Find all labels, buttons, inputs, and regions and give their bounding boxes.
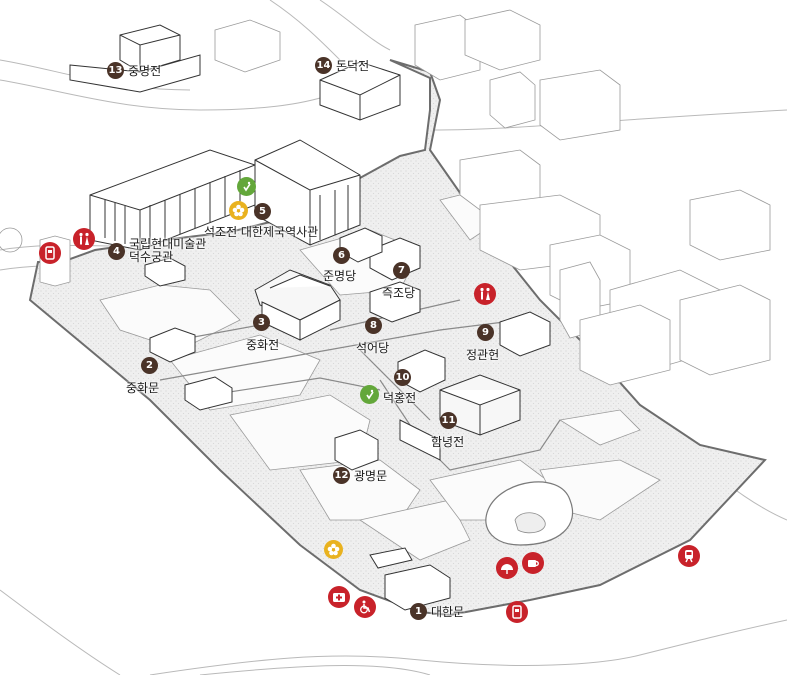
subway-icon[interactable] [678, 545, 700, 567]
place-number: 2 [141, 357, 158, 374]
place-12-gwangmyeongmun[interactable]: 12 광명문 [333, 467, 387, 484]
place-number: 13 [107, 62, 124, 79]
place-13-jungmyeongjeon[interactable]: 13 중명전 [107, 62, 161, 79]
place-3-name: 중화전 [246, 338, 280, 352]
place-11-name: 함녕전 [431, 435, 465, 449]
place-name-line2: 덕수궁관 [129, 250, 174, 264]
place-number: 9 [477, 324, 494, 341]
place-number: 6 [333, 247, 350, 264]
place-number: 1 [410, 603, 427, 620]
place-number: 5 [254, 203, 271, 220]
ticket-icon[interactable] [506, 601, 528, 623]
place-number: 14 [315, 57, 332, 74]
restroom-icon[interactable] [474, 283, 496, 305]
place-5-seokjojeon[interactable]: 5 [254, 203, 271, 220]
first-aid-icon[interactable] [328, 586, 350, 608]
souvenir-fan-icon[interactable] [496, 557, 518, 579]
place-number: 8 [365, 317, 382, 334]
place-2-junghwamun[interactable]: 2 [141, 357, 158, 374]
place-name: 국립현대미술관 [129, 237, 207, 251]
place-8-name: 석어당 [356, 341, 390, 355]
place-number: 12 [333, 467, 350, 484]
restroom-icon[interactable] [73, 228, 95, 250]
information-icon[interactable] [237, 177, 256, 196]
place-name: 돈덕전 [336, 59, 370, 73]
place-9-jeonggwanheon[interactable]: 9 [477, 324, 494, 341]
place-6-name: 준명당 [323, 269, 357, 283]
deokhongjeon-name: 덕홍전 [383, 391, 417, 405]
place-number: 10 [394, 369, 411, 386]
place-9-name: 정관헌 [466, 348, 500, 362]
ticket-icon[interactable] [39, 242, 61, 264]
place-7-jeukjodang[interactable]: 7 [393, 262, 410, 279]
place-10-marker[interactable]: 10 [394, 369, 411, 386]
place-4-museum[interactable]: 4 국립현대미술관 덕수궁관 [108, 238, 206, 264]
place-number: 7 [393, 262, 410, 279]
place-8-seogeodang[interactable]: 8 [365, 317, 382, 334]
city-buildings [0, 9, 771, 386]
place-5-name: 석조전 대한제국역사관 [204, 225, 319, 239]
place-name: 중명전 [128, 64, 162, 78]
flower-icon[interactable] [324, 540, 343, 559]
place-number: 4 [108, 242, 125, 260]
place-6-junmyeongdang[interactable]: 6 [333, 247, 350, 264]
place-11-hamnyeongjeon[interactable]: 11 [440, 412, 457, 429]
information-icon[interactable] [360, 385, 379, 404]
place-number: 3 [253, 314, 270, 331]
place-7-name: 즉조당 [382, 286, 416, 300]
place-14-dondeokjeon[interactable]: 14 돈덕전 [315, 57, 369, 74]
place-name: 광명문 [354, 469, 388, 483]
flower-icon[interactable] [229, 201, 248, 220]
wheelchair-icon[interactable] [354, 596, 376, 618]
cafe-icon[interactable] [522, 552, 544, 574]
place-number: 11 [440, 412, 457, 429]
place-name: 대한문 [431, 605, 465, 619]
place-3-junghwajeon[interactable]: 3 [253, 314, 270, 331]
place-2-name: 중화문 [126, 381, 160, 395]
place-1-daehanmun[interactable]: 1 대한문 [410, 603, 464, 620]
